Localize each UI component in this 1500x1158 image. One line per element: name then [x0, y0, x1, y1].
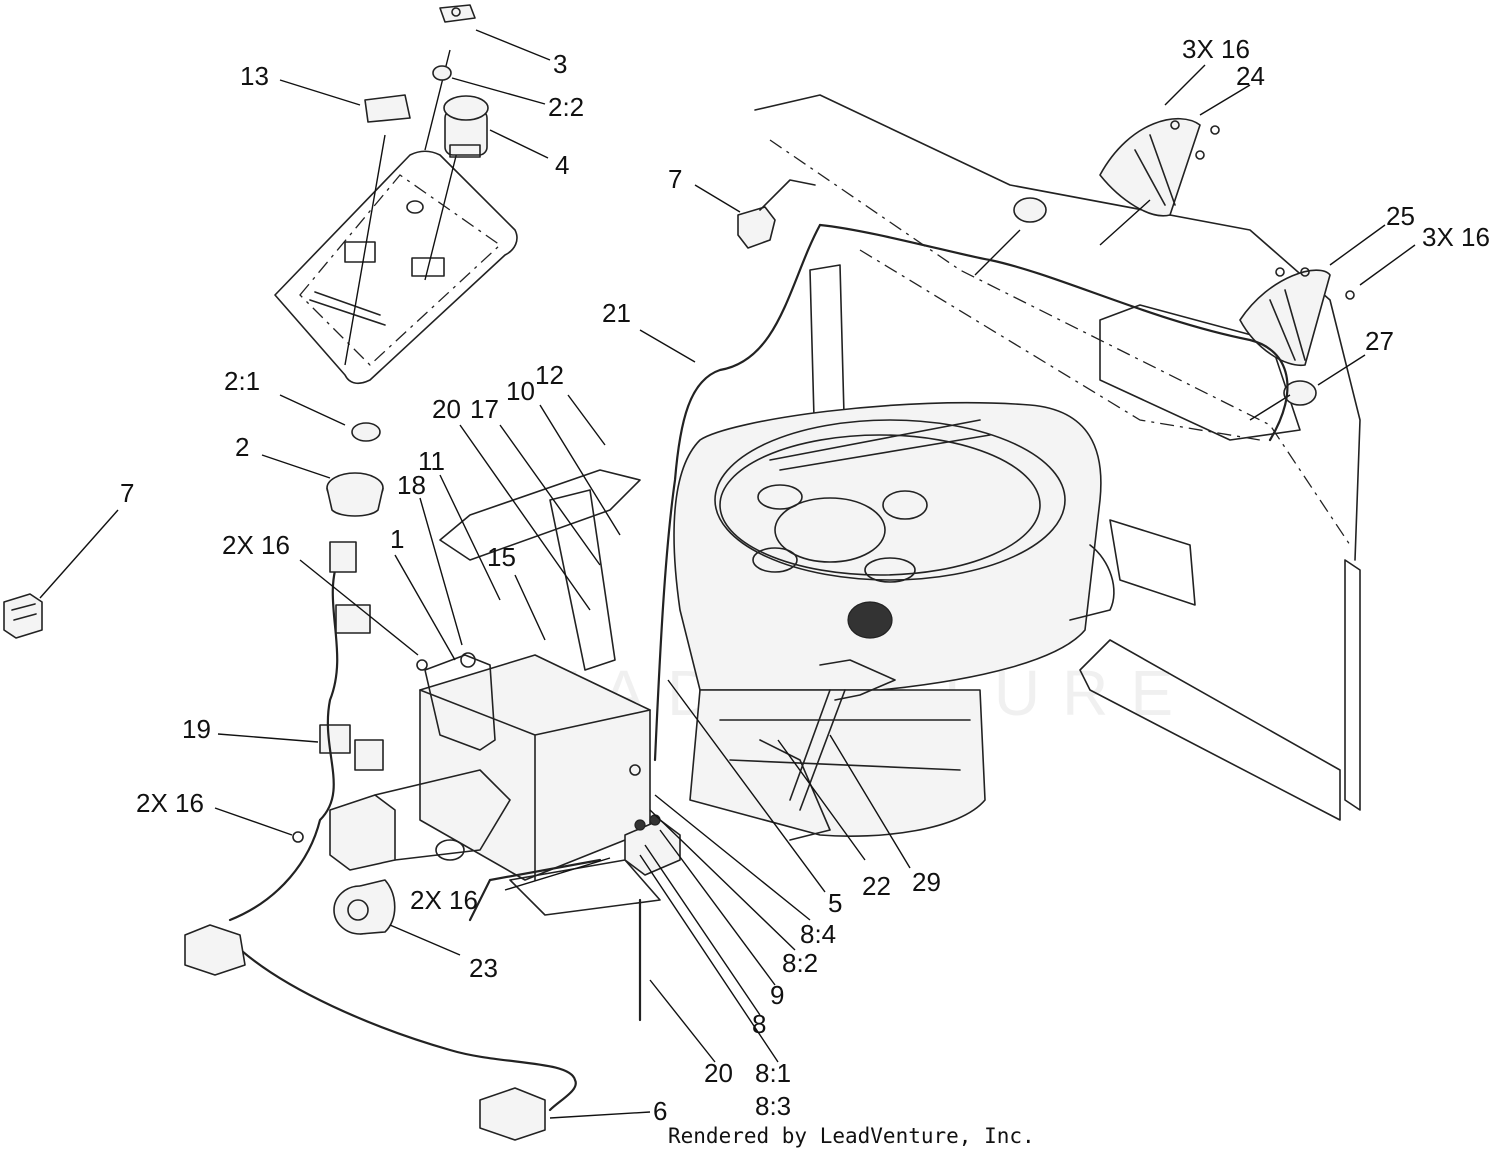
callout-6: 6 — [653, 1096, 667, 1126]
callout-29: 29 — [912, 867, 941, 897]
footer-credit: Rendered by LeadVenture, Inc. — [668, 1124, 1035, 1148]
callout-3: 3 — [553, 49, 567, 79]
part-4-key-switch — [443, 95, 489, 158]
callout-20-top: 20 — [432, 394, 461, 424]
callout-25: 25 — [1386, 201, 1415, 231]
part-21-wire-harness — [653, 223, 822, 762]
callout-24: 24 — [1236, 61, 1265, 91]
callout-1: 1 — [390, 524, 404, 554]
callout-2x16-a: 2X 16 — [222, 530, 290, 560]
callout-22: 22 — [862, 871, 891, 901]
part-27-grommet — [1283, 380, 1317, 406]
callout-8-4: 8:4 — [800, 919, 836, 949]
callout-labels: 3 2:2 4 13 7 3X 16 24 25 3X 16 27 21 12 … — [120, 34, 1490, 1126]
harness-branch — [818, 223, 1289, 442]
callout-3x16-top: 3X 16 — [1182, 34, 1250, 64]
callout-3x16-right: 3X 16 — [1422, 222, 1490, 252]
part-23-hour-meter — [333, 879, 396, 935]
callout-2x16-c: 2X 16 — [410, 885, 478, 915]
callout-12: 12 — [535, 360, 564, 390]
fasteners — [292, 652, 641, 843]
harness-connectors — [184, 541, 546, 1141]
part-22-bracket — [759, 739, 831, 841]
frame-panel — [754, 94, 1361, 821]
part-29-bracket — [789, 659, 896, 811]
battery-tray — [439, 469, 661, 916]
part-2-switch — [326, 472, 384, 517]
callout-23: 23 — [469, 953, 498, 983]
callout-20-bottom: 20 — [704, 1058, 733, 1088]
harness-battery-lead — [468, 858, 602, 922]
callout-10: 10 — [506, 376, 535, 406]
callout-4: 4 — [555, 150, 569, 180]
callout-8: 8 — [752, 1009, 766, 1039]
callout-27: 27 — [1365, 326, 1394, 356]
callout-7-top: 7 — [668, 164, 682, 194]
engine — [673, 401, 1115, 838]
main-harness-left — [228, 553, 342, 922]
callout-5: 5 — [828, 888, 842, 918]
callout-8-1: 8:1 — [755, 1058, 791, 1088]
main-harness-bottom — [228, 938, 577, 1112]
part-7-switch-left — [3, 593, 43, 639]
callout-2: 2 — [235, 432, 249, 462]
part-19-relay — [319, 724, 384, 771]
callout-leaders — [39, 29, 1416, 1119]
callout-2-2: 2:2 — [548, 92, 584, 122]
callout-2x16-b: 2X 16 — [136, 788, 204, 818]
callout-18: 18 — [397, 470, 426, 500]
callout-7-left: 7 — [120, 478, 134, 508]
part-7-switch-top — [737, 179, 816, 249]
part-2-1-nut — [351, 422, 381, 442]
part-27-grommet-top — [1013, 197, 1047, 223]
callout-2-1: 2:1 — [224, 366, 260, 396]
callout-19: 19 — [182, 714, 211, 744]
fuse-block — [329, 769, 511, 871]
callout-9: 9 — [770, 980, 784, 1010]
part-3-cap — [439, 4, 476, 23]
callout-17: 17 — [470, 394, 499, 424]
callout-15: 15 — [487, 542, 516, 572]
vent-dashed-leads — [974, 199, 1291, 421]
part-2-2-nut — [432, 65, 452, 81]
part-13-cover — [364, 94, 411, 123]
callout-8-3: 8:3 — [755, 1091, 791, 1121]
callout-8-2: 8:2 — [782, 948, 818, 978]
part-24-vent — [1099, 117, 1220, 217]
callout-21: 21 — [602, 298, 631, 328]
callout-11: 11 — [418, 446, 445, 476]
part-25-vent — [1239, 267, 1355, 367]
callout-13: 13 — [240, 61, 269, 91]
